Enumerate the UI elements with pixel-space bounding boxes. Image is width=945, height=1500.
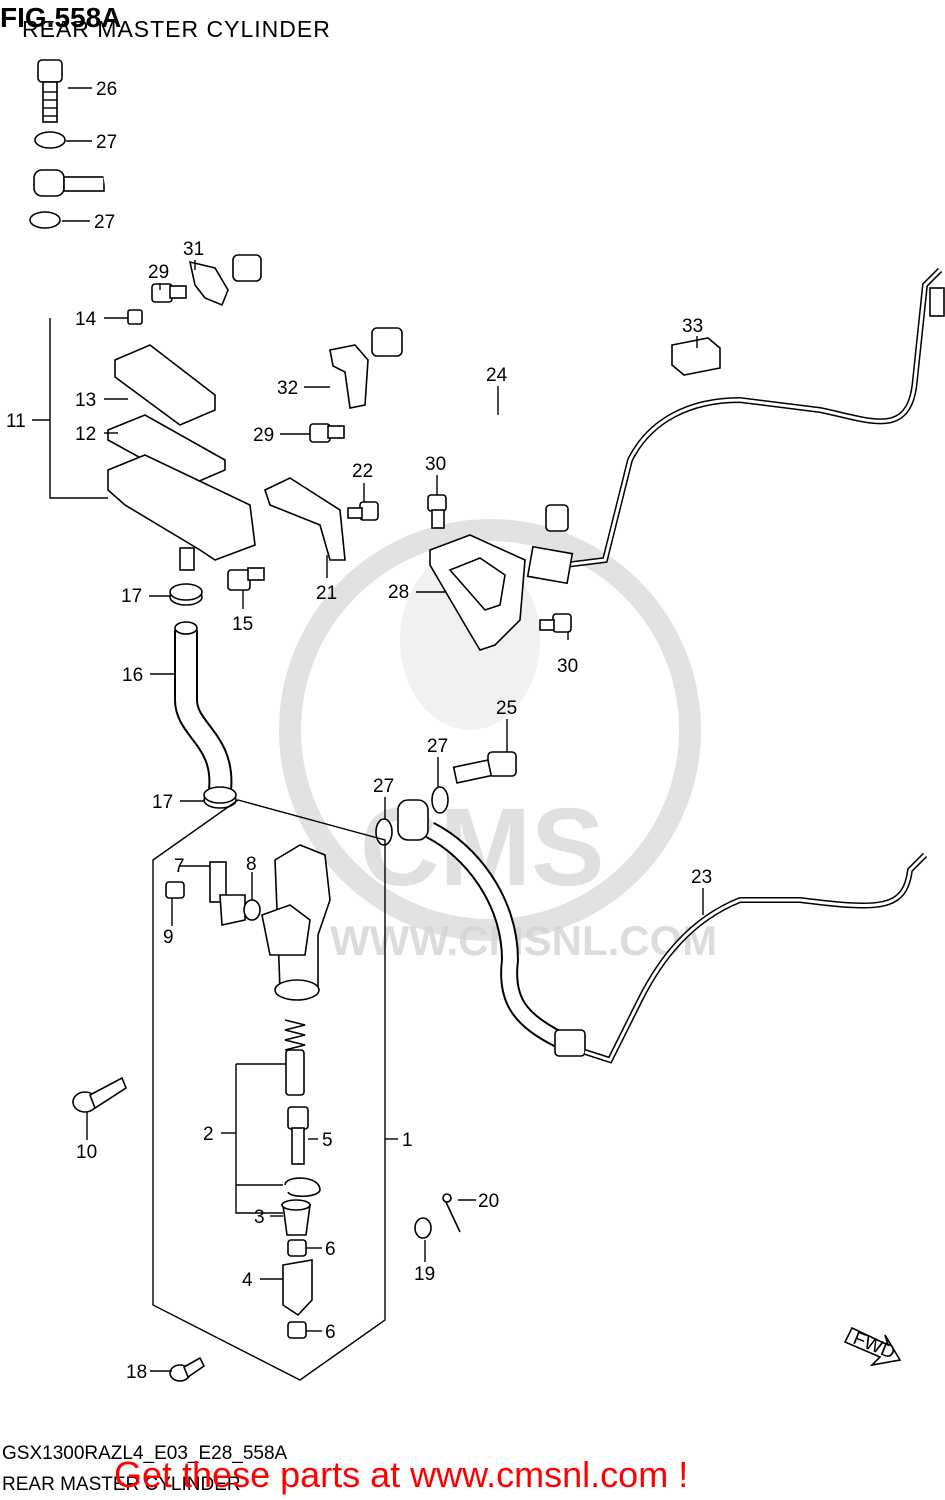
bolt-10 (72, 1076, 127, 1113)
callout-3: 3 (254, 1207, 265, 1228)
washer-27-mid (29, 211, 61, 229)
hose-16 (174, 621, 233, 792)
callout-22: 22 (352, 461, 373, 482)
callout-20: 20 (478, 1191, 499, 1212)
banjo-bolt-25 (452, 751, 517, 784)
figure-title: REAR MASTER CYLINDER (22, 16, 331, 42)
clip-17-top (169, 583, 203, 606)
washer-19 (414, 1217, 432, 1239)
washer-27-right (431, 786, 449, 814)
callout-12: 12 (75, 424, 96, 445)
callout-7: 7 (174, 856, 185, 877)
circlip (284, 1177, 321, 1198)
callout-24: 24 (486, 365, 508, 386)
brake-hose-24 (33, 169, 569, 532)
callout-15: 15 (232, 614, 253, 635)
pin-18 (169, 1356, 206, 1382)
callout-10: 10 (76, 1142, 97, 1163)
clamp-33 (671, 337, 721, 376)
nut-6-upper (287, 1239, 307, 1257)
elbow-7 (209, 861, 246, 926)
callout-21: 21 (316, 583, 337, 604)
bolt-29-upper (151, 283, 187, 303)
callout-33: 33 (682, 316, 703, 337)
callout-28: 28 (388, 582, 409, 603)
callout-2: 2 (203, 1124, 214, 1145)
callout-17-top: 17 (121, 586, 142, 607)
brake-pipe-upper (526, 267, 945, 585)
callout-27-c: 27 (427, 736, 448, 757)
callout-14: 14 (75, 309, 97, 330)
clamp-31 (188, 260, 229, 307)
forward-label: FWD (850, 1328, 898, 1364)
callout-11: 11 (6, 411, 26, 432)
o-ring-8 (243, 899, 261, 921)
forward-arrow-icon: FWD (843, 1326, 902, 1367)
callout-29-upper: 29 (148, 262, 169, 283)
watermark-url: WWW.CMSNL.COM (330, 917, 717, 964)
callout-1: 1 (402, 1130, 413, 1151)
bolt-29-lower (309, 423, 345, 443)
nut-6-lower (287, 1321, 307, 1339)
callout-30-lower: 30 (557, 656, 578, 677)
spring-piston-2 (284, 1019, 306, 1096)
promo-link[interactable]: Get these parts at www.cmsnl.com ! (114, 1454, 689, 1495)
boot-3 (281, 1199, 311, 1236)
reservoir-11 (107, 309, 256, 571)
bracket-21 (264, 477, 346, 561)
callout-13: 13 (75, 390, 96, 411)
bolt-30-lower (539, 613, 572, 633)
pushrod-5 (287, 1106, 309, 1165)
leader-lines (32, 87, 704, 1372)
callout-32: 32 (277, 378, 298, 399)
diagram-code: GSX1300RAZL4_E03_E28_558A (2, 1443, 288, 1464)
screw-9 (165, 881, 185, 899)
callout-27-b: 27 (94, 212, 115, 233)
callout-4: 4 (242, 1270, 253, 1291)
banjo-bolt-26 (37, 59, 63, 123)
callout-30-upper: 30 (425, 454, 446, 475)
callout-9: 9 (163, 927, 174, 948)
bolt-22 (347, 501, 379, 521)
diagram-name: REAR MASTER CYLINDER (2, 1474, 241, 1495)
callout-19: 19 (414, 1264, 435, 1285)
cotter-pin-20 (442, 1193, 461, 1233)
callout-25: 25 (496, 698, 517, 719)
callout-6-upper: 6 (325, 1239, 336, 1260)
bracket-28 (429, 534, 526, 651)
callout-17-bottom: 17 (152, 792, 173, 813)
callout-6-lower: 6 (325, 1322, 336, 1343)
callout-8: 8 (246, 854, 257, 875)
callout-16: 16 (122, 665, 143, 686)
washer-27-top (34, 131, 66, 149)
callout-26: 26 (96, 79, 117, 100)
washer-27-left (375, 818, 393, 846)
master-cylinder-body (261, 844, 331, 1001)
callout-18: 18 (126, 1362, 147, 1383)
clamp-32 (329, 344, 369, 409)
bolt-15 (227, 567, 265, 591)
figure-number: FIG.558A (0, 2, 122, 33)
brake-hose-23 (397, 799, 928, 1064)
callout-31: 31 (183, 239, 204, 260)
clip-17-bottom (203, 786, 237, 809)
callout-23: 23 (691, 867, 712, 888)
callout-5: 5 (322, 1130, 333, 1151)
callout-27-a: 27 (96, 132, 117, 153)
assembly-box-1 (152, 799, 386, 1381)
callout-27-d: 27 (373, 776, 394, 797)
clevis-4 (282, 1259, 313, 1317)
callout-29-lower: 29 (253, 425, 274, 446)
bolt-30-upper (427, 494, 447, 529)
callout-labels: 1 2 3 4 5 6 6 7 8 9 10 11 12 13 14 15 16… (6, 79, 712, 1383)
